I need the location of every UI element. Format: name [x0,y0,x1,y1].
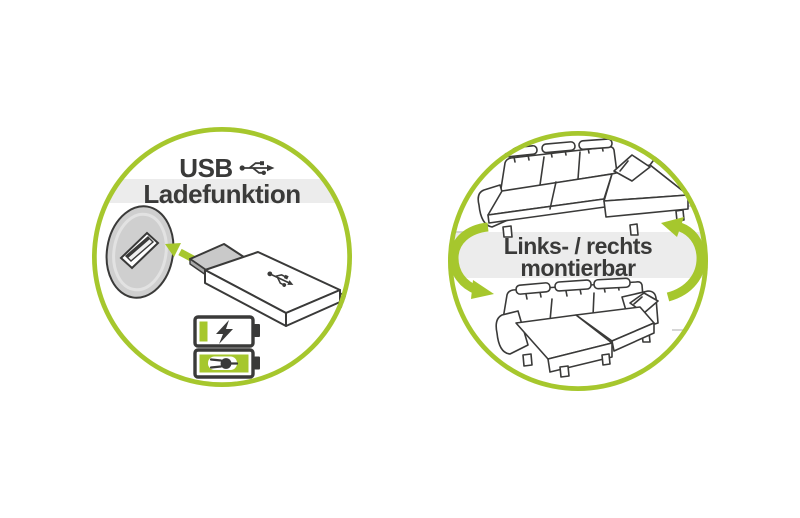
highlight-band [92,179,352,203]
montierbar-label: montierbar [520,255,636,281]
sofa-orientation-illustration [448,131,708,391]
green-ring [92,127,352,387]
rotate-arrow-left-icon [449,222,494,299]
rotate-arrow-right-icon [661,217,706,302]
corner-sofa-chaise-right-illustration [477,138,693,238]
usb-title-label: USB [179,153,233,183]
right-badge-circle: Links- / rechts montierbar [444,127,712,395]
highlight-band [448,232,708,278]
usb-socket-illustration [105,205,175,299]
battery-charging-icon [193,315,260,348]
corner-sofa-chaise-left-illustration [495,277,659,378]
usb-title-row: USB [88,155,356,181]
left-badge-circle: USB Ladefunktion [88,123,356,391]
battery-charged-plug-icon [193,348,260,379]
usb-trident-mark-icon [267,271,294,287]
links-rechts-label: Links- / rechts [503,233,653,259]
ladefunktion-label: Ladefunktion [143,179,301,209]
usb-trident-icon [239,161,275,175]
usb-charging-illustration [92,127,352,387]
usb-plug-illustration [189,243,341,327]
green-ring [448,131,708,391]
